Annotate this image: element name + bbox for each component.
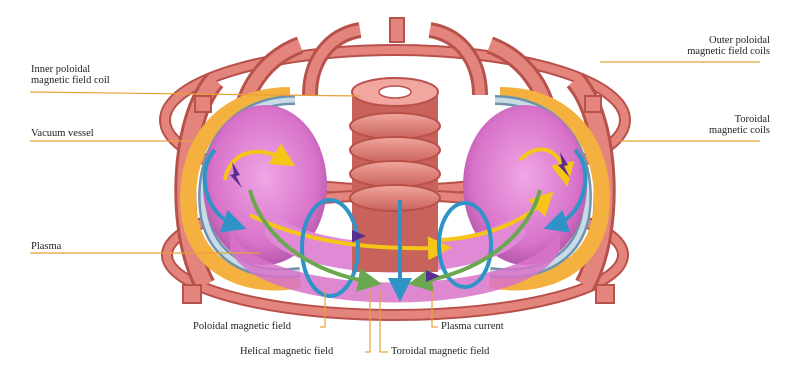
label-outer-poloidal-line1: Outer poloidal (687, 35, 770, 46)
label-outer-poloidal-line2: magnetic field coils (687, 46, 770, 57)
label-inner-poloidal-line2: magnetic field coil (31, 75, 110, 86)
label-inner-poloidal-line1: Inner poloidal (31, 64, 110, 75)
label-poloidal-field: Poloidal magnetic field (193, 321, 291, 332)
label-plasma-current: Plasma current (441, 321, 504, 332)
label-helical-field: Helical magnetic field (240, 346, 333, 357)
label-plasma: Plasma (31, 241, 61, 252)
label-outer-poloidal-coils: Outer poloidal magnetic field coils (687, 35, 770, 57)
label-toroidal-field: Toroidal magnetic field (391, 346, 489, 357)
label-toroidal-line1: Toroidal (709, 114, 770, 125)
label-inner-poloidal-coil: Inner poloidal magnetic field coil (31, 64, 110, 86)
central-solenoid (350, 78, 440, 272)
label-toroidal-coils: Toroidal magnetic coils (709, 114, 770, 136)
label-vacuum-vessel: Vacuum vessel (31, 128, 94, 139)
label-toroidal-line2: magnetic coils (709, 125, 770, 136)
